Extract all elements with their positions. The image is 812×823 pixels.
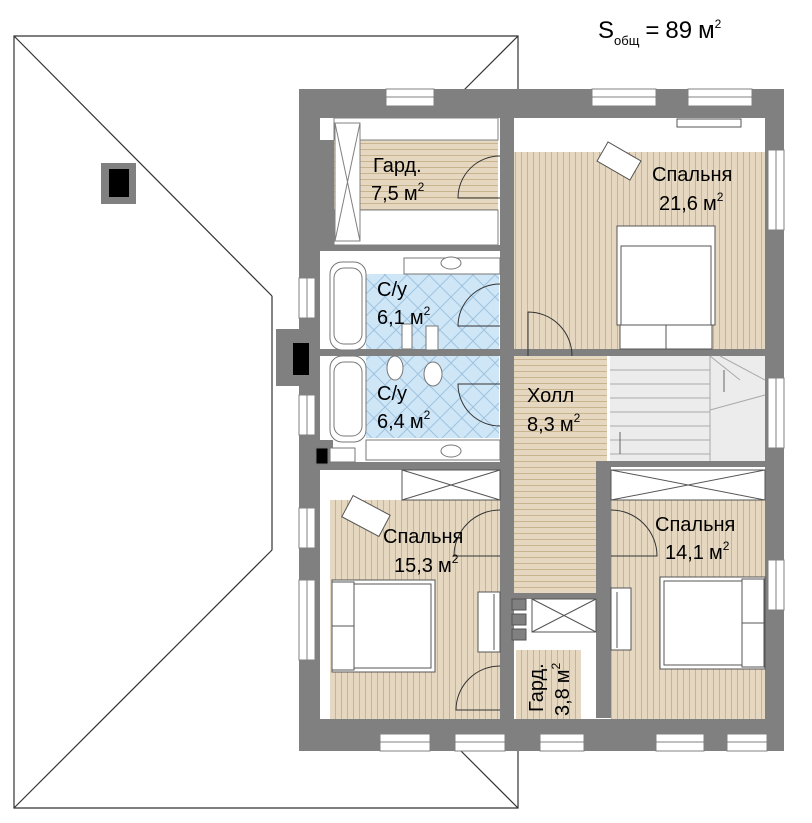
room-power: 2	[424, 408, 431, 422]
bedroom-left-furniture	[331, 469, 501, 673]
room-name: С/у	[377, 279, 407, 301]
room-area: 8,3	[527, 414, 555, 436]
room-area: 21,6	[659, 193, 698, 215]
windows	[298, 88, 785, 752]
room-power: 2	[549, 662, 563, 669]
room-name: Спальня	[655, 514, 735, 536]
chimney	[101, 163, 136, 204]
room-unit: м	[703, 193, 717, 215]
roof	[13, 35, 519, 809]
total-area-unit: м	[698, 17, 715, 44]
doors	[453, 155, 658, 711]
room-area: 14,1	[665, 542, 704, 564]
total-area-value: 89	[665, 17, 692, 44]
room-name: Гард.	[526, 663, 548, 712]
svg-text:6,1м2: 6,1м2	[377, 304, 431, 329]
room-unit: м	[410, 411, 424, 433]
room-power: 2	[418, 180, 425, 194]
total-area-equals: =	[645, 17, 659, 44]
svg-text:21,6м2: 21,6м2	[659, 190, 724, 215]
bedroom-right-furniture	[610, 469, 766, 670]
svg-text:7,5м2: 7,5м2	[371, 180, 425, 205]
bathroom-fixtures	[315, 256, 501, 465]
bedroom-top-furniture	[596, 118, 742, 350]
room-power: 2	[717, 190, 724, 204]
room-name: Спальня	[652, 164, 732, 186]
room-area: 6,1	[377, 307, 405, 329]
room-area: 7,5	[371, 183, 399, 205]
room-name: Гард.	[373, 155, 422, 177]
stairs	[610, 355, 766, 461]
room-power: 2	[574, 411, 581, 425]
room-unit: м	[709, 542, 723, 564]
room-label-wardrobe-small: Гард. 3,8 м2	[526, 662, 574, 716]
room-power: 2	[424, 304, 431, 318]
floor-hall	[514, 356, 607, 593]
room-name: С/у	[377, 383, 407, 405]
side-chimney	[276, 329, 320, 386]
room-unit: м	[560, 414, 574, 436]
room-area: 6,4	[377, 411, 405, 433]
wardrobe-small-cabinet	[511, 598, 597, 641]
room-name: Спальня	[383, 526, 463, 548]
svg-text:6,4м2: 6,4м2	[377, 408, 431, 433]
room-power: 2	[723, 539, 730, 553]
room-unit: м	[438, 555, 452, 577]
svg-text:8,3м2: 8,3м2	[527, 411, 581, 436]
total-area-power: 2	[715, 17, 722, 31]
room-unit: м	[410, 307, 424, 329]
total-area-subscript: общ	[614, 33, 640, 48]
floor-stairs	[610, 356, 765, 461]
svg-text:15,3м2: 15,3м2	[394, 552, 459, 577]
room-area: 3,8	[552, 688, 574, 716]
room-unit: м	[552, 669, 574, 683]
svg-text:14,1м2: 14,1м2	[665, 539, 730, 564]
wardrobe-top-cabinets	[333, 117, 499, 246]
room-power: 2	[452, 552, 459, 566]
svg-text:3,8м2: 3,8 м2	[549, 662, 574, 716]
room-area: 15,3	[394, 555, 433, 577]
room-unit: м	[404, 183, 418, 205]
floor-wardrobe-small	[516, 650, 581, 719]
total-area-symbol: S	[598, 17, 614, 44]
interior-walls	[319, 118, 765, 719]
room-name: Холл	[527, 385, 574, 407]
